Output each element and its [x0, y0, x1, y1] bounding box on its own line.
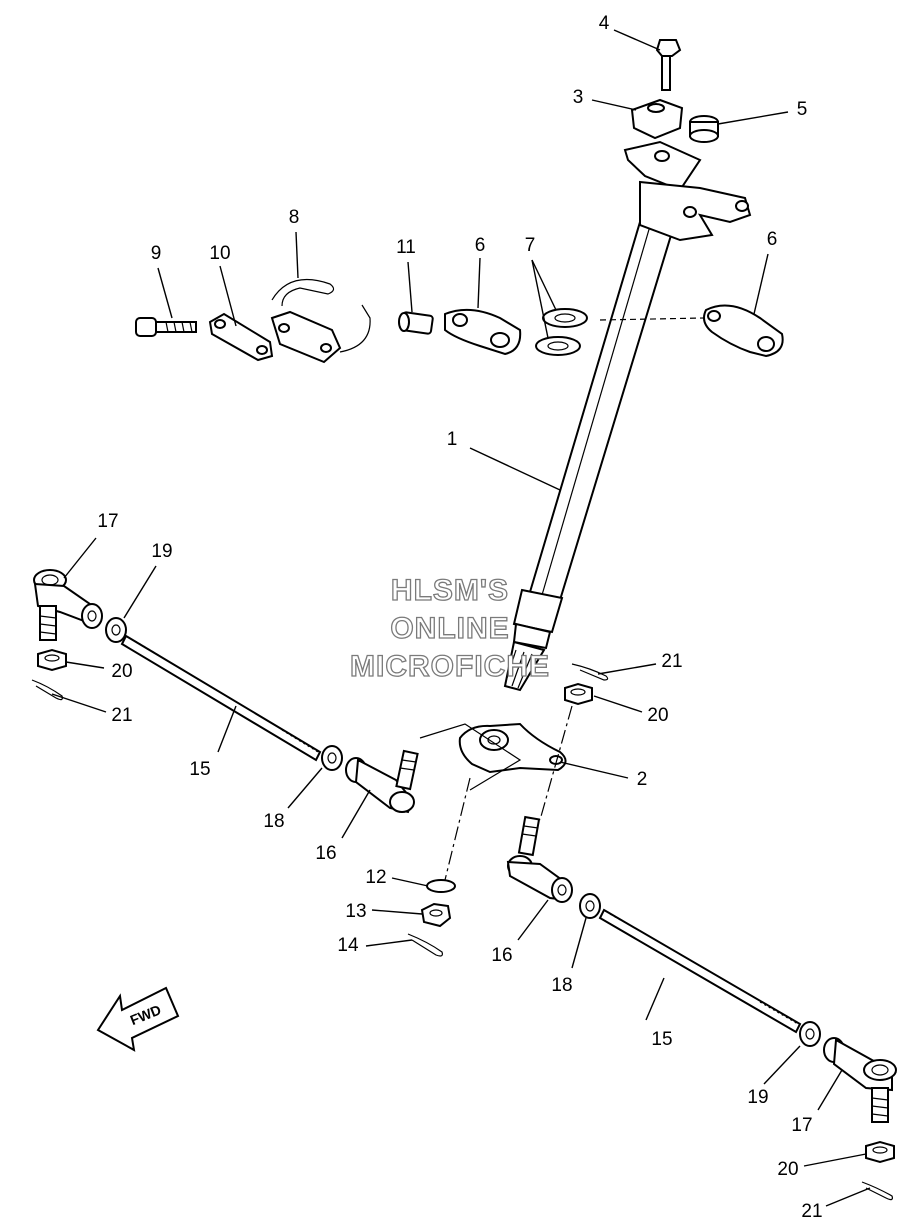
callout-2: 2 [637, 769, 648, 790]
callout-18-right: 18 [551, 975, 572, 996]
tie-rod-end-right-outer [823, 1037, 897, 1123]
callout-3: 3 [573, 87, 584, 108]
assembly-line-shaft-holder [599, 317, 705, 321]
watermark-line1: HLSM'S [391, 574, 509, 607]
shaft-holder-cap [630, 98, 684, 140]
pitman-arm [458, 722, 567, 774]
callout-19-right: 19 [747, 1087, 768, 1108]
callout-7: 7 [525, 235, 536, 256]
callout-15-left: 15 [189, 759, 210, 780]
callout-20-left: 20 [111, 661, 132, 682]
castle-nut [420, 902, 452, 928]
callout-8: 8 [289, 207, 300, 228]
steering-shaft [503, 220, 674, 692]
lock-nut-left-inner [321, 745, 343, 771]
callout-12: 12 [365, 867, 386, 888]
tie-rod-end-left-outer [33, 569, 103, 641]
callout-15-right: 15 [651, 1029, 672, 1050]
callout-13: 13 [345, 901, 366, 922]
shaft-holder-left [444, 308, 522, 356]
watermark-line2: ONLINE [390, 612, 509, 645]
callout-21-right: 21 [801, 1201, 822, 1222]
shaft-upper-bracket [623, 140, 752, 242]
callout-14: 14 [337, 935, 359, 956]
tie-rod-right [598, 908, 802, 1034]
bracket-bolt [135, 317, 197, 337]
lock-nut-left-outer [105, 617, 127, 643]
cotter-pin-left [31, 679, 63, 701]
cotter-pin-right [861, 1181, 893, 1201]
callout-1: 1 [447, 429, 458, 450]
castle-nut-right [865, 1140, 895, 1164]
holder-bolt [655, 39, 682, 91]
fwd-arrow-icon: FWD [96, 986, 180, 1052]
oil-seals [535, 308, 588, 356]
callout-9: 9 [151, 243, 162, 264]
callout-10: 10 [209, 243, 230, 264]
callout-4: 4 [599, 13, 610, 34]
callout-18-left: 18 [263, 811, 284, 832]
callout-16-right: 16 [491, 945, 512, 966]
lock-washer-plate [208, 312, 274, 362]
plain-washer [426, 879, 456, 893]
collar [398, 311, 434, 335]
callout-19-left: 19 [151, 541, 172, 562]
watermark: HLSM'S ONLINE MICROFICHE [349, 573, 550, 683]
callout-16-left: 16 [315, 843, 336, 864]
callout-11: 11 [396, 237, 416, 258]
shaft-bushing [689, 115, 719, 143]
cotter-pin-center [407, 933, 443, 957]
callout-20-right: 20 [777, 1159, 798, 1180]
callout-21-upper: 21 [661, 651, 682, 672]
castle-nut-upper [564, 682, 593, 706]
cable-guide-bracket [270, 278, 371, 364]
callout-labels: 1 2 3 4 5 6 6 7 8 9 10 11 12 13 14 15 15… [97, 13, 822, 1222]
tie-rod-end-right-inner [506, 815, 573, 903]
assembly-axis-nut [444, 777, 471, 881]
lock-nut-right-outer [799, 1021, 821, 1047]
tie-rod-end-left-inner [345, 749, 419, 814]
assembly-frame-left [419, 723, 522, 791]
shaft-holder-right [703, 304, 784, 358]
callout-21-left: 21 [111, 705, 132, 726]
assembly-axis-tie-rod [539, 705, 573, 821]
callout-5: 5 [797, 99, 808, 120]
tie-rod-left [120, 634, 322, 762]
callout-20-upper: 20 [647, 705, 668, 726]
callout-6-right: 6 [767, 229, 778, 250]
leader-lines [51, 29, 871, 1207]
lock-nut-right-inner [579, 893, 601, 919]
watermark-line3: MICROFICHE [350, 650, 550, 683]
callout-17-right: 17 [791, 1115, 812, 1136]
callout-6-left: 6 [475, 235, 486, 256]
cotter-pin-upper [571, 663, 609, 681]
callout-17-left: 17 [97, 511, 118, 532]
castle-nut-left [37, 648, 67, 672]
